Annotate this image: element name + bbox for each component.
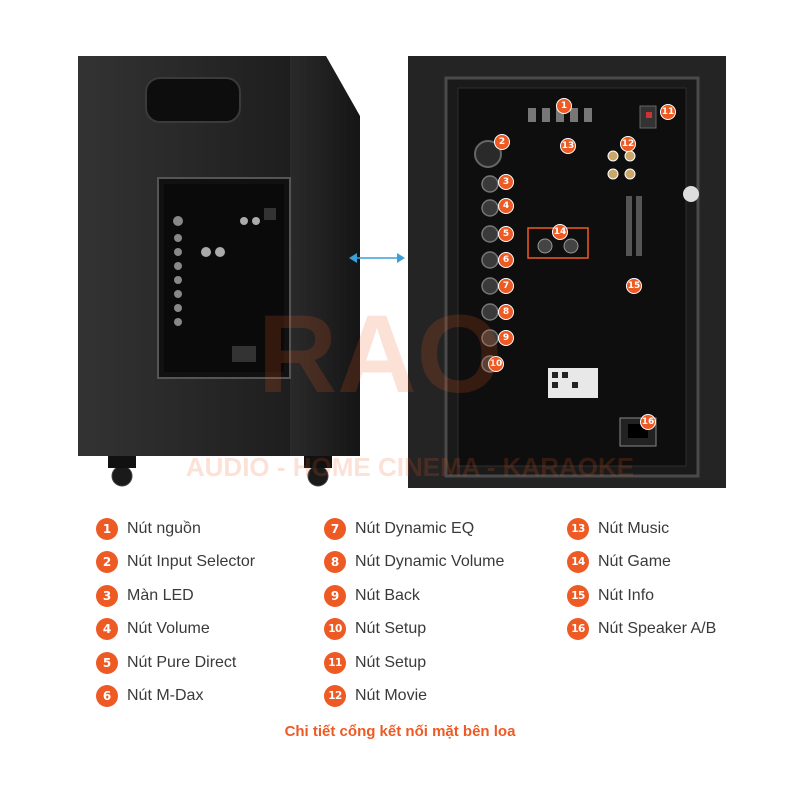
- legend-item: 7 Nút Dynamic EQ: [324, 518, 504, 540]
- badge-6: 6: [498, 252, 514, 268]
- legend-label: Nút Dynamic EQ: [355, 520, 475, 537]
- badge-4: 4: [498, 198, 514, 214]
- legend-item: 1 Nút nguồn: [96, 518, 255, 540]
- legend-label: Nút nguồn: [127, 520, 201, 537]
- legend-item: 2 Nút Input Selector: [96, 551, 256, 574]
- legend-item: 9 Nút Back: [324, 584, 504, 607]
- legend-item: 15 Nút Info: [567, 584, 716, 607]
- legend-label: Nút Movie: [355, 686, 428, 704]
- legend-item: 12 Nút Movie: [324, 684, 504, 707]
- legend-column-3: 13 Nút Music 14 Nút Game 15 Nút Info 16 Nút …: [567, 518, 716, 652]
- legend-label: Nút Input Selector: [127, 553, 256, 571]
- badge-2: 2: [494, 134, 510, 150]
- number-badge: 11: [324, 651, 346, 674]
- legend-item: 13 Nút Music: [567, 518, 716, 540]
- number-badge: 13: [567, 518, 589, 540]
- legend-item: 3 Màn LED: [96, 584, 255, 607]
- legend-item: 5 Nút Pure Direct: [96, 651, 255, 674]
- badge-11: 11: [660, 104, 676, 120]
- number-badge: 6: [96, 684, 118, 707]
- legend-item: 10 Nút Setup: [324, 618, 504, 641]
- number-badge: 4: [96, 618, 118, 641]
- badge-1: 1: [556, 98, 572, 114]
- speaker-panel-closeup-image: 1 2 3 4 5 6 7 8 9 10 11 12 13 14 15 16: [408, 56, 726, 488]
- legend-label: Nút Dynamic Volume: [355, 553, 505, 571]
- badge-12: 12: [620, 136, 636, 152]
- legend-label: Màn LED: [127, 586, 194, 604]
- legend-label: Nút Info: [598, 586, 655, 604]
- badge-7: 7: [498, 278, 514, 294]
- legend-label: Nút M-Dax: [127, 686, 204, 704]
- number-badge: 15: [567, 584, 589, 607]
- number-badge: 7: [324, 518, 346, 540]
- legend-item: 14 Nút Game: [567, 551, 716, 574]
- speaker-rear-view-image: [78, 56, 360, 490]
- badge-16: 16: [640, 414, 656, 430]
- number-badge: 10: [324, 618, 346, 641]
- badge-8: 8: [498, 304, 514, 320]
- number-badge: 16: [567, 618, 589, 641]
- legend-item: 4 Nút Volume: [96, 618, 255, 641]
- number-badge: 1: [96, 518, 118, 540]
- badge-3: 3: [498, 174, 514, 190]
- legend-label: Nút Game: [598, 553, 671, 571]
- badge-14: 14: [552, 224, 568, 240]
- legend-item: 8 Nút Dynamic Volume: [324, 551, 505, 574]
- number-badge: 12: [324, 684, 346, 707]
- badge-10: 10: [488, 356, 504, 372]
- legend-item: 11 Nút Setup: [324, 651, 504, 674]
- double-arrow-icon: [349, 253, 405, 263]
- number-badge: 5: [96, 651, 118, 674]
- number-badge: 2: [96, 551, 118, 574]
- legend-item: 16 Nút Speaker A/B: [567, 618, 717, 641]
- legend-label: Nút Speaker A/B: [598, 620, 717, 638]
- legend-label: Nút Setup: [355, 620, 427, 638]
- number-badge: 8: [324, 551, 346, 574]
- caption: Chi tiết cổng kết nối mặt bên loa: [284, 723, 516, 740]
- number-badge: 9: [324, 584, 346, 607]
- legend-label: Nút Volume: [127, 620, 210, 638]
- legend-label: Nút Back: [355, 586, 420, 604]
- badge-9: 9: [498, 330, 514, 346]
- number-badge: 14: [567, 551, 589, 574]
- badge-5: 5: [498, 226, 514, 242]
- legend-label: Nút Pure Direct: [127, 653, 237, 671]
- badge-13: 13: [560, 138, 576, 154]
- legend-label: Nút Music: [598, 520, 670, 537]
- number-badge: 3: [96, 584, 118, 607]
- legend-label: Nút Setup: [355, 653, 427, 671]
- badge-15: 15: [626, 278, 642, 294]
- legend-item: 6 Nút M-Dax: [96, 684, 255, 707]
